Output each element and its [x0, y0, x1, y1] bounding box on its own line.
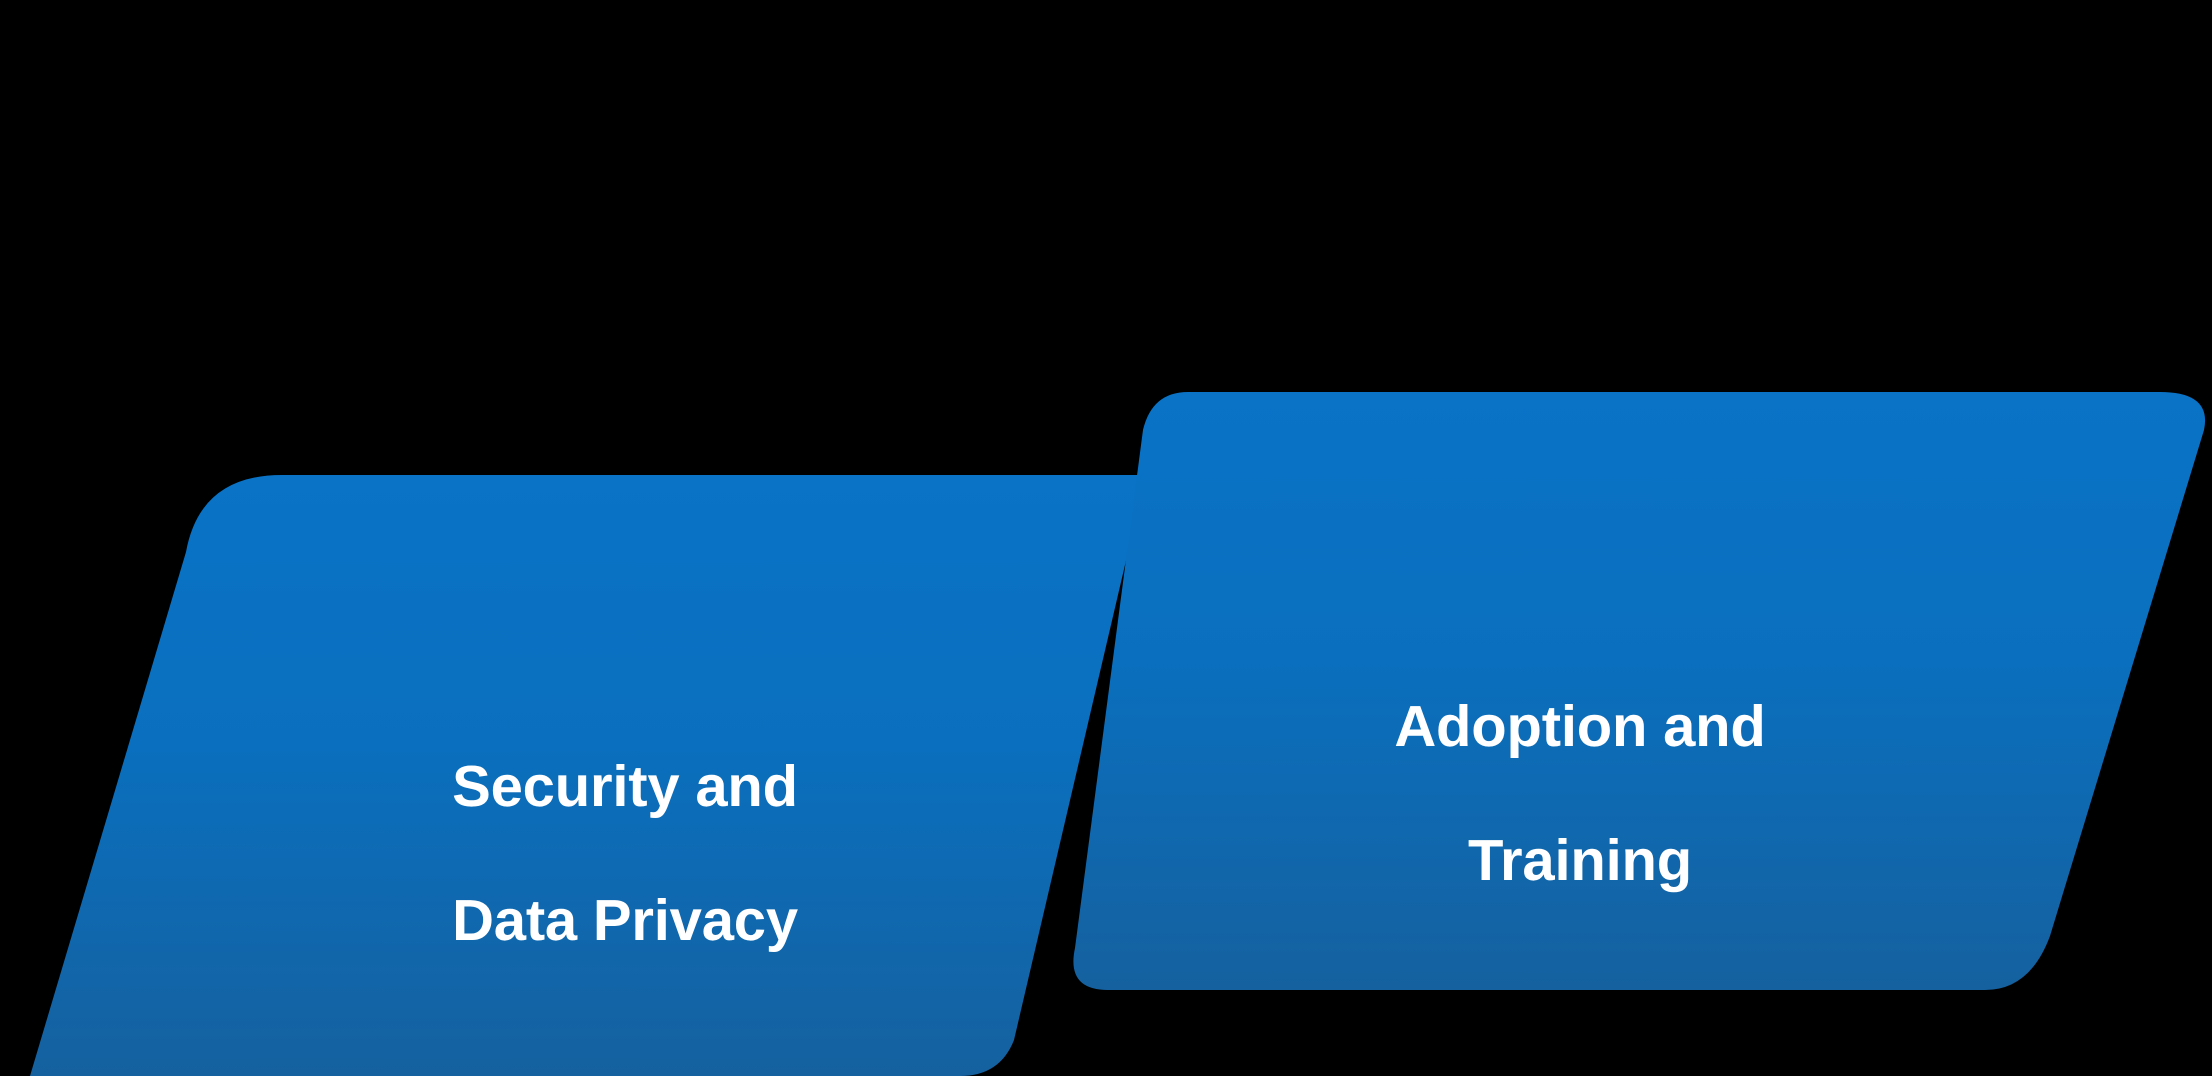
shape-label-adoption-and-training: Adoption and Training [1290, 640, 1870, 948]
label-line-1: Security and [452, 754, 798, 819]
shape-label-security-and-data-privacy: Security and Data Privacy [285, 700, 965, 1008]
label-line-1: Adoption and [1394, 694, 1766, 759]
label-line-2: Data Privacy [452, 888, 798, 953]
shape-security-and-data-privacy[interactable] [30, 475, 1146, 1076]
label-line-2: Training [1468, 828, 1692, 893]
shape-adoption-and-training[interactable] [1073, 392, 2206, 990]
